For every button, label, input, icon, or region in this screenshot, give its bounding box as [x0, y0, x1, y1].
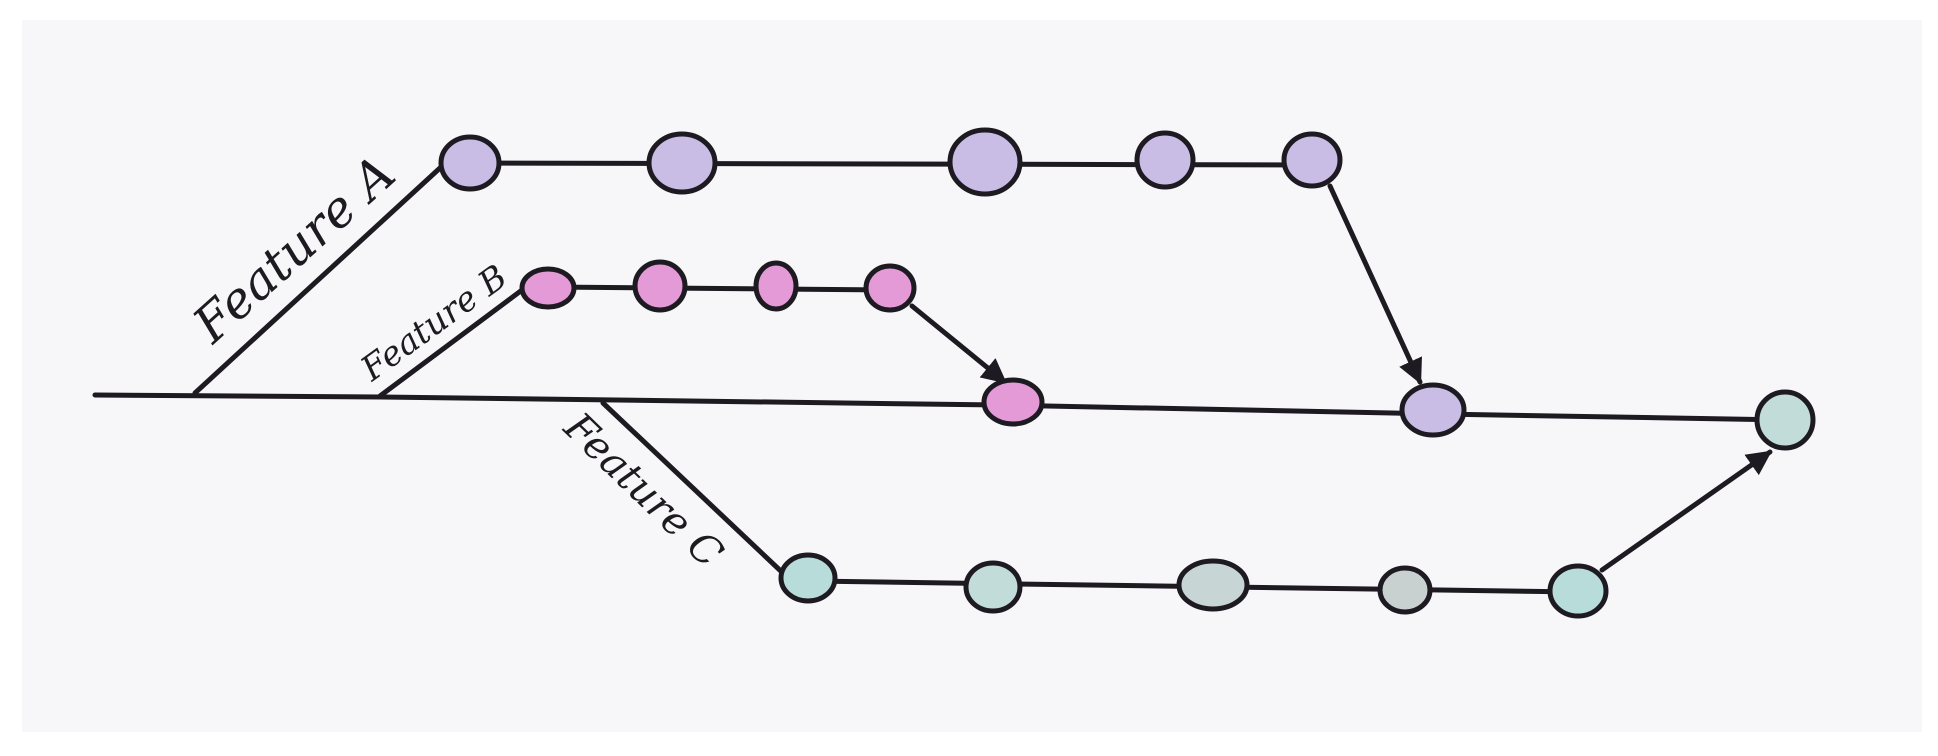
feature-a-commit-4 — [1134, 130, 1196, 190]
feature-a-merge-arrow — [1327, 183, 1423, 385]
feature-c-merge-arrow — [1599, 449, 1773, 573]
feature-c-commit-5 — [1547, 563, 1609, 619]
main-merge-feature-a — [1399, 382, 1467, 438]
feature-a-commit-1 — [438, 134, 502, 192]
main-merge-feature-b — [981, 377, 1045, 427]
main-merge-feature-c — [1754, 389, 1816, 451]
feature-c-branch-line — [600, 400, 788, 578]
feature-a-commit-3 — [947, 127, 1023, 197]
feature-c-commit-4 — [1377, 565, 1433, 615]
feature-b-merge-arrow — [909, 303, 1008, 385]
feature-c-commit-1 — [778, 552, 838, 604]
feature-c-commit-3 — [1176, 558, 1250, 612]
feature-b-commit-2 — [632, 259, 688, 313]
feature-c-commit-2 — [963, 560, 1023, 614]
feature-a-commit-5 — [1281, 131, 1343, 189]
feature-a-commit-2 — [646, 131, 718, 195]
feature-b-branch-line — [377, 287, 525, 399]
feature-b-commit-1 — [519, 266, 577, 310]
feature-b-commit-line — [547, 284, 895, 293]
feature-b-commit-3 — [753, 260, 799, 312]
feature-a-branch-line — [192, 165, 443, 396]
paper-background — [22, 20, 1922, 732]
feature-b-commit-4 — [863, 263, 917, 313]
